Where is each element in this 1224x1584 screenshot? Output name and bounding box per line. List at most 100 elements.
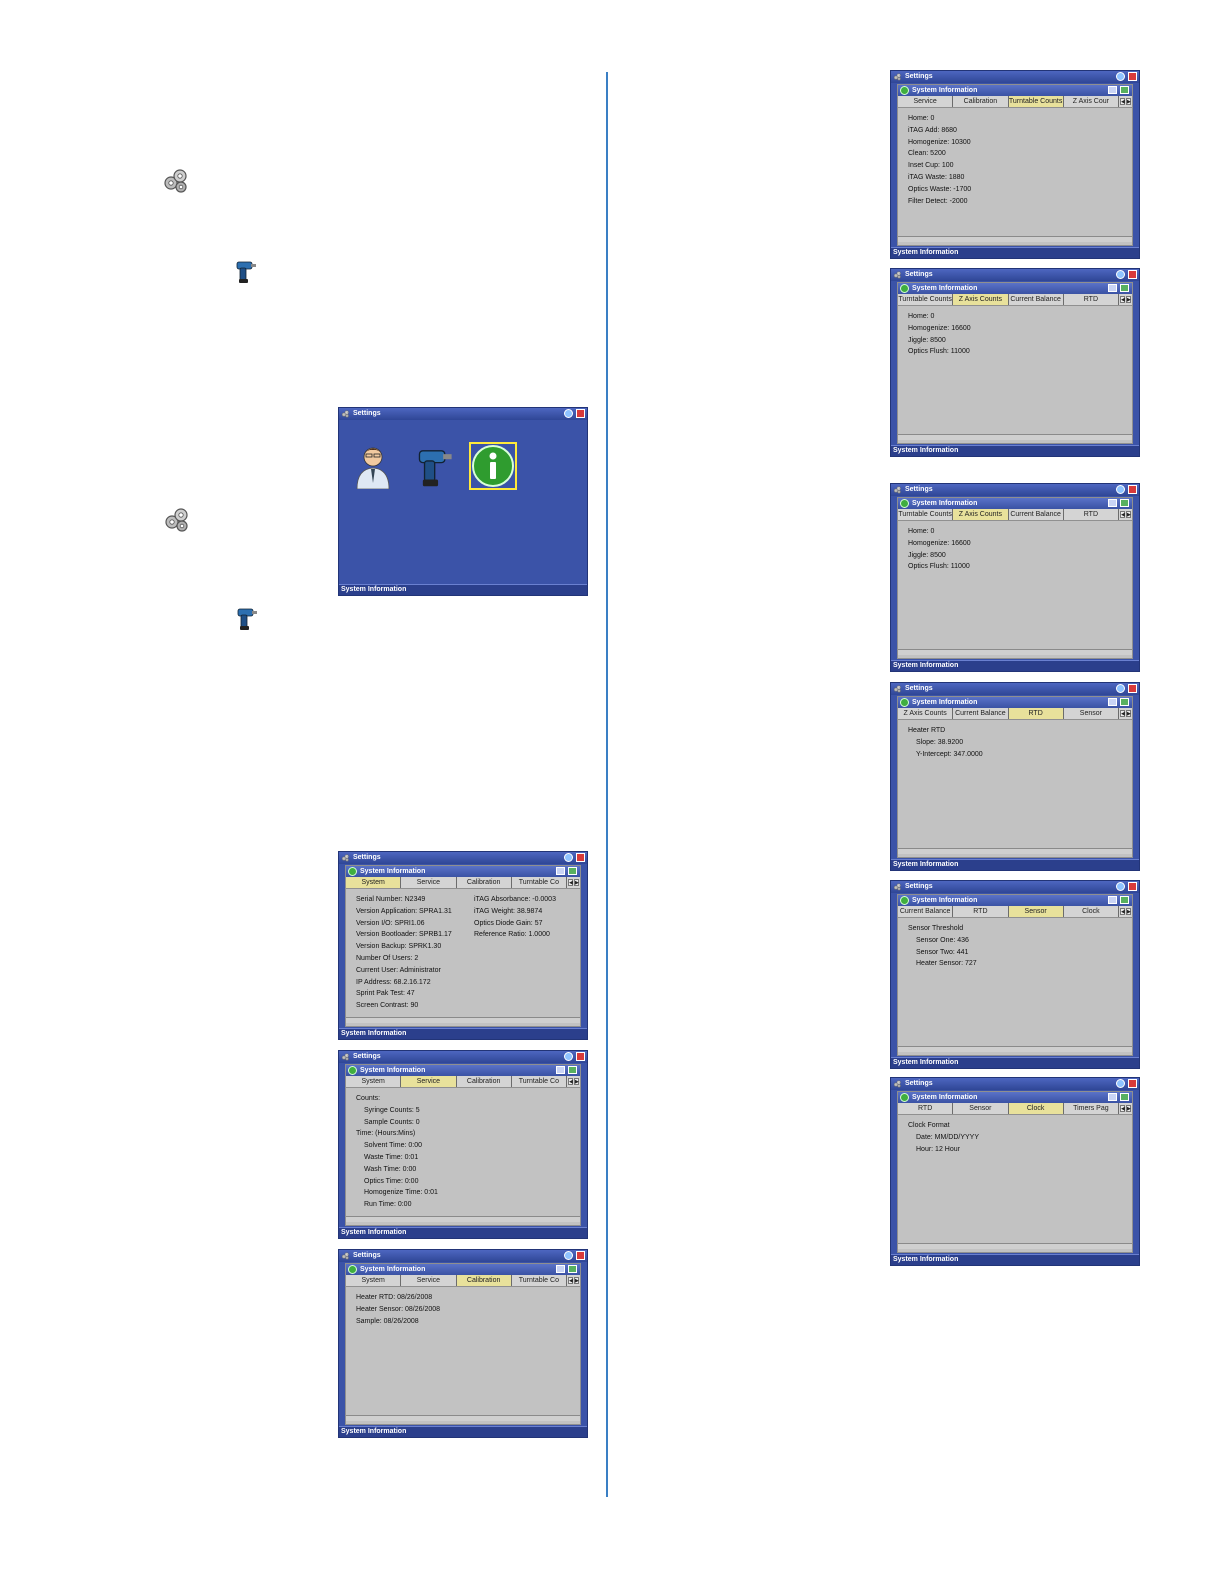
tab[interactable]: Z Axis Counts <box>953 294 1009 305</box>
tab-left-icon[interactable]: ◀ <box>568 1277 573 1284</box>
tab-scroll-arrows[interactable]: ◀▶ <box>567 877 580 888</box>
tab[interactable]: Z Axis Cour <box>1064 96 1119 107</box>
tab-right-icon[interactable]: ▶ <box>1126 296 1131 303</box>
drill-icon[interactable] <box>409 442 457 490</box>
panel-toggle-icon[interactable] <box>556 1066 565 1074</box>
panel-refresh-icon[interactable] <box>568 1066 577 1074</box>
close-icon[interactable] <box>576 409 585 418</box>
tab[interactable]: Clock <box>1008 1103 1064 1114</box>
tab[interactable]: System <box>346 1275 402 1286</box>
tab-scroll-arrows[interactable]: ◀▶ <box>1119 906 1132 917</box>
help-icon[interactable] <box>1116 882 1125 891</box>
close-icon[interactable] <box>1128 485 1137 494</box>
tab[interactable]: Service <box>401 877 457 888</box>
close-icon[interactable] <box>1128 882 1137 891</box>
close-icon[interactable] <box>1128 1079 1137 1088</box>
tab[interactable]: Sensor <box>1008 906 1064 917</box>
tab[interactable]: Calibration <box>457 877 512 888</box>
tab[interactable]: Service <box>898 96 954 107</box>
tab-scroll-arrows[interactable]: ◀▶ <box>1119 96 1132 107</box>
tab[interactable]: System <box>346 877 402 888</box>
panel-refresh-icon[interactable] <box>1120 86 1129 94</box>
tab-left-icon[interactable]: ◀ <box>568 879 573 886</box>
panel-toggle-icon[interactable] <box>1108 86 1117 94</box>
tab-right-icon[interactable]: ▶ <box>1126 511 1131 518</box>
close-icon[interactable] <box>576 1052 585 1061</box>
tab-left-icon[interactable]: ◀ <box>1120 511 1125 518</box>
panel-refresh-icon[interactable] <box>1120 1093 1129 1101</box>
tab-right-icon[interactable]: ▶ <box>1126 908 1131 915</box>
help-icon[interactable] <box>564 1251 573 1260</box>
tab-right-icon[interactable]: ▶ <box>1126 1105 1131 1112</box>
tab[interactable]: Turntable Counts <box>1008 96 1064 107</box>
panel-toggle-icon[interactable] <box>1108 1093 1117 1101</box>
close-icon[interactable] <box>576 853 585 862</box>
tab[interactable]: Service <box>401 1275 457 1286</box>
tab-right-icon[interactable]: ▶ <box>574 1078 579 1085</box>
close-icon[interactable] <box>1128 270 1137 279</box>
tab[interactable]: Sensor <box>1064 708 1119 719</box>
panel-refresh-icon[interactable] <box>1120 284 1129 292</box>
help-icon[interactable] <box>564 1052 573 1061</box>
tab-scroll-arrows[interactable]: ◀▶ <box>1119 1103 1132 1114</box>
tab[interactable]: Service <box>401 1076 457 1087</box>
tab-right-icon[interactable]: ▶ <box>574 1277 579 1284</box>
tab-left-icon[interactable]: ◀ <box>568 1078 573 1085</box>
tab[interactable]: Turntable Co <box>512 1275 567 1286</box>
help-icon[interactable] <box>1116 684 1125 693</box>
tab-scroll-arrows[interactable]: ◀▶ <box>1119 708 1132 719</box>
help-icon[interactable] <box>564 853 573 862</box>
panel-refresh-icon[interactable] <box>1120 896 1129 904</box>
tab-right-icon[interactable]: ▶ <box>1126 710 1131 717</box>
tab-left-icon[interactable]: ◀ <box>1120 98 1125 105</box>
panel-toggle-icon[interactable] <box>1108 284 1117 292</box>
panel-refresh-icon[interactable] <box>568 867 577 875</box>
tab[interactable]: Current Balance <box>1009 509 1064 520</box>
tab[interactable]: Calibration <box>457 1076 512 1087</box>
close-icon[interactable] <box>1128 72 1137 81</box>
panel-toggle-icon[interactable] <box>556 867 565 875</box>
help-icon[interactable] <box>1116 270 1125 279</box>
close-icon[interactable] <box>576 1251 585 1260</box>
tab[interactable]: Current Balance <box>953 708 1009 719</box>
tab-left-icon[interactable]: ◀ <box>1120 296 1125 303</box>
panel-toggle-icon[interactable] <box>1108 499 1117 507</box>
tab[interactable]: Current Balance <box>1009 294 1064 305</box>
tab[interactable]: RTD <box>1008 708 1064 719</box>
help-icon[interactable] <box>564 409 573 418</box>
tab[interactable]: Calibration <box>953 96 1009 107</box>
tab[interactable]: RTD <box>898 1103 954 1114</box>
tab-scroll-arrows[interactable]: ◀▶ <box>567 1275 580 1286</box>
close-icon[interactable] <box>1128 684 1137 693</box>
tab[interactable]: Z Axis Counts <box>953 509 1009 520</box>
tab-right-icon[interactable]: ▶ <box>574 879 579 886</box>
tab[interactable]: Turntable Co <box>512 877 567 888</box>
tab-scroll-arrows[interactable]: ◀▶ <box>1119 294 1132 305</box>
help-icon[interactable] <box>1116 72 1125 81</box>
tab[interactable]: System <box>346 1076 402 1087</box>
tab[interactable]: Timers Pag <box>1064 1103 1119 1114</box>
help-icon[interactable] <box>1116 485 1125 494</box>
panel-toggle-icon[interactable] <box>1108 896 1117 904</box>
info-icon[interactable] <box>469 442 517 490</box>
tab-left-icon[interactable]: ◀ <box>1120 710 1125 717</box>
panel-refresh-icon[interactable] <box>1120 698 1129 706</box>
panel-toggle-icon[interactable] <box>1108 698 1117 706</box>
tab-right-icon[interactable]: ▶ <box>1126 98 1131 105</box>
tab[interactable]: RTD <box>1064 509 1119 520</box>
tab[interactable]: Clock <box>1064 906 1119 917</box>
tab-scroll-arrows[interactable]: ◀▶ <box>1119 509 1132 520</box>
tab[interactable]: Turntable Co <box>512 1076 567 1087</box>
panel-refresh-icon[interactable] <box>568 1265 577 1273</box>
tab[interactable]: Calibration <box>456 1275 512 1286</box>
help-icon[interactable] <box>1116 1079 1125 1088</box>
tab[interactable]: Sensor <box>953 1103 1009 1114</box>
tab[interactable]: RTD <box>1064 294 1119 305</box>
user-icon[interactable] <box>349 442 397 490</box>
tab[interactable]: Z Axis Counts <box>898 708 954 719</box>
panel-toggle-icon[interactable] <box>556 1265 565 1273</box>
tab[interactable]: Current Balance <box>898 906 954 917</box>
tab-left-icon[interactable]: ◀ <box>1120 908 1125 915</box>
tab[interactable]: Turntable Counts <box>898 509 954 520</box>
tab-left-icon[interactable]: ◀ <box>1120 1105 1125 1112</box>
